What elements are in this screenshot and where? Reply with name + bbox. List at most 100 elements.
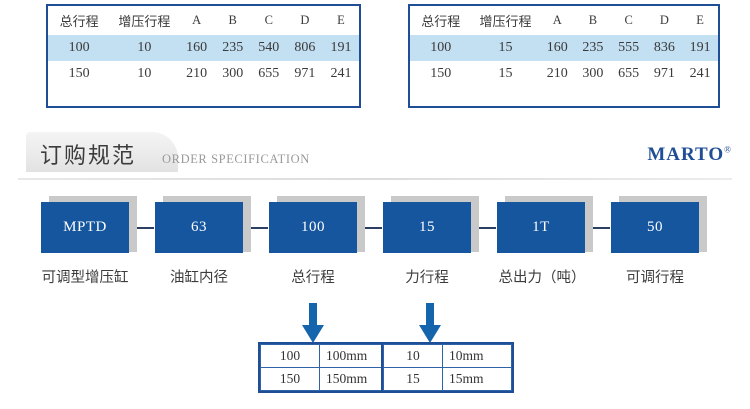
order-code-cell-4: 1T [497, 196, 593, 258]
order-code-box-force-stroke[interactable]: 15 [383, 202, 471, 253]
mini-table-total-stroke-options: 100 100mm 150 150mm [258, 342, 391, 393]
cell-c: 555 [610, 35, 647, 61]
cell-e: 241 [330, 66, 352, 81]
column-header-a: A [552, 13, 562, 27]
cell-boost-stroke: 15 [471, 35, 540, 61]
column-header-c: C [264, 13, 273, 27]
registered-mark-icon: ® [724, 144, 732, 155]
spec-table-right: 总行程 增压行程 A B C D E 100 15 160 235 555 83… [408, 4, 720, 108]
cell-c: 655 [618, 66, 640, 81]
column-header-total-stroke: 总行程 [59, 14, 99, 29]
mini-table-force-stroke-options: 10 10mm 15 15mm [381, 342, 514, 393]
section-header-tab-shape [26, 132, 178, 172]
arrow-shaft [309, 303, 317, 327]
connector-line-1 [251, 227, 268, 229]
arrow-head [302, 325, 324, 343]
options-table: 10 10mm 15 15mm [383, 344, 512, 391]
cell-b: 300 [222, 66, 244, 81]
order-code-label-output-force: 总出力（吨） [498, 270, 586, 286]
order-code-row: MPTD 63 100 15 1T 50 [0, 196, 750, 258]
cell-e: 191 [322, 35, 359, 61]
order-code-label-adjustable-stroke: 可调行程 [626, 270, 684, 286]
connector-line-4 [593, 227, 610, 229]
connector-line-3 [479, 227, 496, 229]
option-unit: 100mm [319, 344, 389, 368]
order-code-cell-3: 15 [383, 196, 479, 258]
order-code-box-output-force[interactable]: 1T [497, 202, 585, 253]
order-code-box-total-stroke[interactable]: 100 [269, 202, 357, 253]
column-header-e: E [337, 13, 345, 27]
spec-table: 总行程 增压行程 A B C D E 100 15 160 235 555 83… [410, 6, 718, 87]
cell-a: 210 [186, 66, 208, 81]
cell-a: 160 [178, 35, 215, 61]
cell-total-stroke: 100 [48, 35, 111, 61]
order-code-cell-5: 50 [611, 196, 707, 258]
cell-b: 235 [214, 35, 251, 61]
table-row: 150 10 210 300 655 971 241 [48, 61, 359, 87]
spec-tables-container: 总行程 增压行程 A B C D E 100 10 160 235 540 80… [0, 0, 750, 108]
header-divider [18, 178, 732, 180]
cell-boost-stroke: 10 [110, 35, 179, 61]
cell-c: 540 [250, 35, 287, 61]
column-header-d: D [659, 13, 669, 27]
arrow-shaft [426, 303, 434, 327]
connector-line-0 [137, 227, 154, 229]
arrow-down-icon-force-stroke [419, 303, 441, 343]
order-code-box-model[interactable]: MPTD [41, 202, 129, 253]
table-row: 100 10 160 235 540 806 191 [48, 35, 359, 61]
cell-total-stroke: 100 [410, 35, 472, 61]
cell-c: 655 [258, 66, 280, 81]
column-header-total-stroke: 总行程 [421, 14, 461, 29]
arrow-down-icon-total-stroke [302, 303, 324, 343]
cell-boost-stroke: 15 [498, 66, 513, 81]
order-code-label-force-stroke: 力行程 [405, 270, 449, 286]
brand-name: MARTO [647, 144, 725, 165]
spec-table-left: 总行程 增压行程 A B C D E 100 10 160 235 540 80… [46, 4, 361, 108]
option-unit: 10mm [442, 344, 512, 368]
table-row: 100 100mm [260, 344, 389, 368]
option-value: 10 [383, 344, 443, 368]
column-header-e: E [696, 13, 704, 27]
option-value: 15 [383, 367, 443, 391]
cell-a: 160 [539, 35, 576, 61]
column-header-a: A [192, 13, 202, 27]
table-header-row: 总行程 增压行程 A B C D E [410, 6, 718, 35]
option-unit: 150mm [319, 367, 389, 391]
cell-e: 241 [689, 66, 711, 81]
column-header-boost-stroke: 增压行程 [118, 14, 171, 29]
order-code-label-model: 可调型增压缸 [41, 270, 129, 286]
options-table: 100 100mm 150 150mm [260, 344, 389, 391]
table-row: 150 15 210 300 655 971 241 [410, 61, 718, 87]
order-code-box-adjustable-stroke[interactable]: 50 [611, 202, 699, 253]
cell-e: 191 [682, 35, 718, 61]
page-subtitle: ORDER SPECIFICATION [162, 152, 310, 166]
cell-total-stroke: 150 [68, 66, 90, 81]
connector-line-2 [365, 227, 382, 229]
cell-d: 806 [286, 35, 323, 61]
order-code-box-bore[interactable]: 63 [155, 202, 243, 253]
column-header-b: B [588, 13, 598, 27]
option-value: 150 [260, 367, 320, 391]
cell-total-stroke: 150 [430, 66, 452, 81]
brand-logo: MARTO® [647, 144, 732, 166]
order-code-cell-1: 63 [155, 196, 251, 258]
order-code-label-total-stroke: 总行程 [291, 270, 335, 286]
spec-table: 总行程 增压行程 A B C D E 100 10 160 235 540 80… [48, 6, 359, 87]
option-unit: 15mm [442, 367, 512, 391]
cell-b: 300 [582, 66, 604, 81]
cell-d: 971 [294, 66, 316, 81]
order-code-cell-2: 100 [269, 196, 365, 258]
order-code-cell-0: MPTD [41, 196, 137, 258]
page-title: 订购规范 [40, 144, 137, 169]
option-value: 100 [260, 344, 320, 368]
table-row: 150 150mm [260, 367, 389, 391]
table-row: 10 10mm [383, 344, 512, 368]
table-row: 15 15mm [383, 367, 512, 391]
cell-b: 235 [575, 35, 611, 61]
order-code-labels-row: 可调型增压缸 油缸内径 总行程 力行程 总出力（吨） 可调行程 [0, 266, 750, 292]
section-header: 订购规范 ORDER SPECIFICATION MARTO® [0, 130, 750, 182]
column-header-boost-stroke: 增压行程 [479, 14, 532, 29]
cell-a: 210 [546, 66, 568, 81]
table-row: 100 15 160 235 555 836 191 [410, 35, 718, 61]
cell-d: 971 [653, 66, 675, 81]
